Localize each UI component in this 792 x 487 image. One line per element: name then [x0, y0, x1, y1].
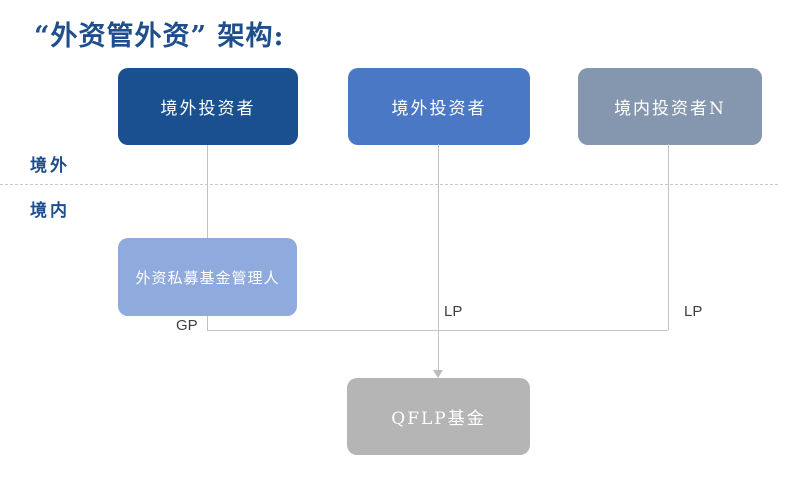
offshore-onshore-divider-line [0, 184, 778, 185]
arrowhead-into-fund-icon [433, 370, 443, 378]
diagram-title: “外资管外资” 架构: [34, 21, 285, 52]
edge-label-lp-right: LP [684, 303, 703, 320]
node-domestic-investor-n-label: 境内投资者N [614, 99, 726, 119]
region-label-offshore: 境外 [30, 156, 70, 176]
edge-label-lp-middle: LP [444, 303, 463, 320]
node-qflp-fund: QFLP基金 [347, 378, 530, 455]
node-overseas-investor-1: 境外投资者 [118, 68, 298, 145]
connector-investor1-to-manager [207, 145, 208, 238]
connector-manager-gp-stub [207, 316, 208, 331]
node-foreign-private-fund-manager: 外资私募基金管理人 [118, 238, 297, 316]
connector-horizontal-bus [207, 330, 668, 331]
node-foreign-private-fund-manager-label: 外资私募基金管理人 [135, 268, 280, 287]
connector-investor2-to-fund [438, 144, 439, 372]
node-domestic-investor-n: 境内投资者N [578, 68, 762, 145]
region-label-onshore: 境内 [30, 201, 70, 221]
node-qflp-fund-label: QFLP基金 [391, 409, 486, 429]
node-overseas-investor-2-label: 境外投资者 [391, 99, 487, 119]
node-overseas-investor-2: 境外投资者 [348, 68, 530, 145]
connector-investor3-to-bus [668, 144, 669, 330]
edge-label-gp: GP [176, 317, 198, 334]
node-overseas-investor-1-label: 境外投资者 [160, 99, 256, 119]
